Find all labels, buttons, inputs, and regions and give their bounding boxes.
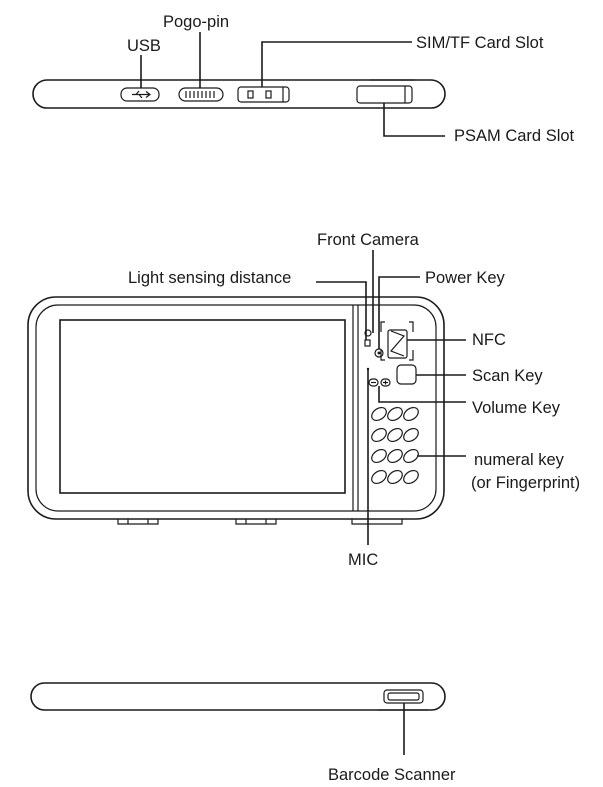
- usb-port: [120, 87, 160, 102]
- top-view: USB Pogo-pin SIM/TF Card Slot PSAM Card …: [32, 13, 575, 145]
- sim-tf-slot: [237, 86, 290, 103]
- front-view: Front Camera Light sensing distance Powe…: [27, 231, 580, 569]
- barcode-scanner-label: Barcode Scanner: [328, 766, 456, 784]
- numeral-key-note: (or Fingerprint): [471, 474, 580, 492]
- usb-label: USB: [127, 37, 161, 55]
- pogo-pin-connector: [178, 87, 224, 102]
- nfc-area: [380, 321, 414, 361]
- light-sensing-label: Light sensing distance: [128, 269, 291, 287]
- front-view-bezel: [35, 304, 437, 512]
- nfc-label: NFC: [472, 331, 506, 349]
- numeral-keypad: [371, 406, 419, 485]
- psam-label: PSAM Card Slot: [454, 127, 575, 145]
- psam-leader: [383, 103, 445, 137]
- volume-key-leader: [378, 386, 466, 403]
- power-key-label: Power Key: [425, 269, 506, 287]
- pogo-pin-label: Pogo-pin: [163, 13, 229, 31]
- power-key-dot: [377, 351, 381, 355]
- bottom-view: Barcode Scanner: [30, 682, 456, 784]
- bottom-edge-ticks: [127, 519, 267, 524]
- scan-key-label: Scan Key: [472, 367, 543, 385]
- power-key-leader: [378, 276, 420, 349]
- front-camera-lens: [364, 329, 372, 337]
- light-sensor: [364, 339, 371, 347]
- barcode-scanner-lens: [387, 692, 420, 701]
- front-camera-label: Front Camera: [317, 231, 420, 249]
- bottom-edge-details: [117, 519, 403, 525]
- display-screen: [59, 319, 346, 494]
- light-sensing-leader: [316, 281, 367, 340]
- mic-label: MIC: [348, 551, 378, 569]
- bottom-view-body: [30, 682, 446, 711]
- sim-tf-leader: [261, 41, 412, 87]
- sim-tf-label: SIM/TF Card Slot: [416, 34, 544, 52]
- numeral-key-label: numeral key: [474, 451, 565, 469]
- volume-keys: [368, 378, 391, 387]
- volume-key-label: Volume Key: [472, 399, 561, 417]
